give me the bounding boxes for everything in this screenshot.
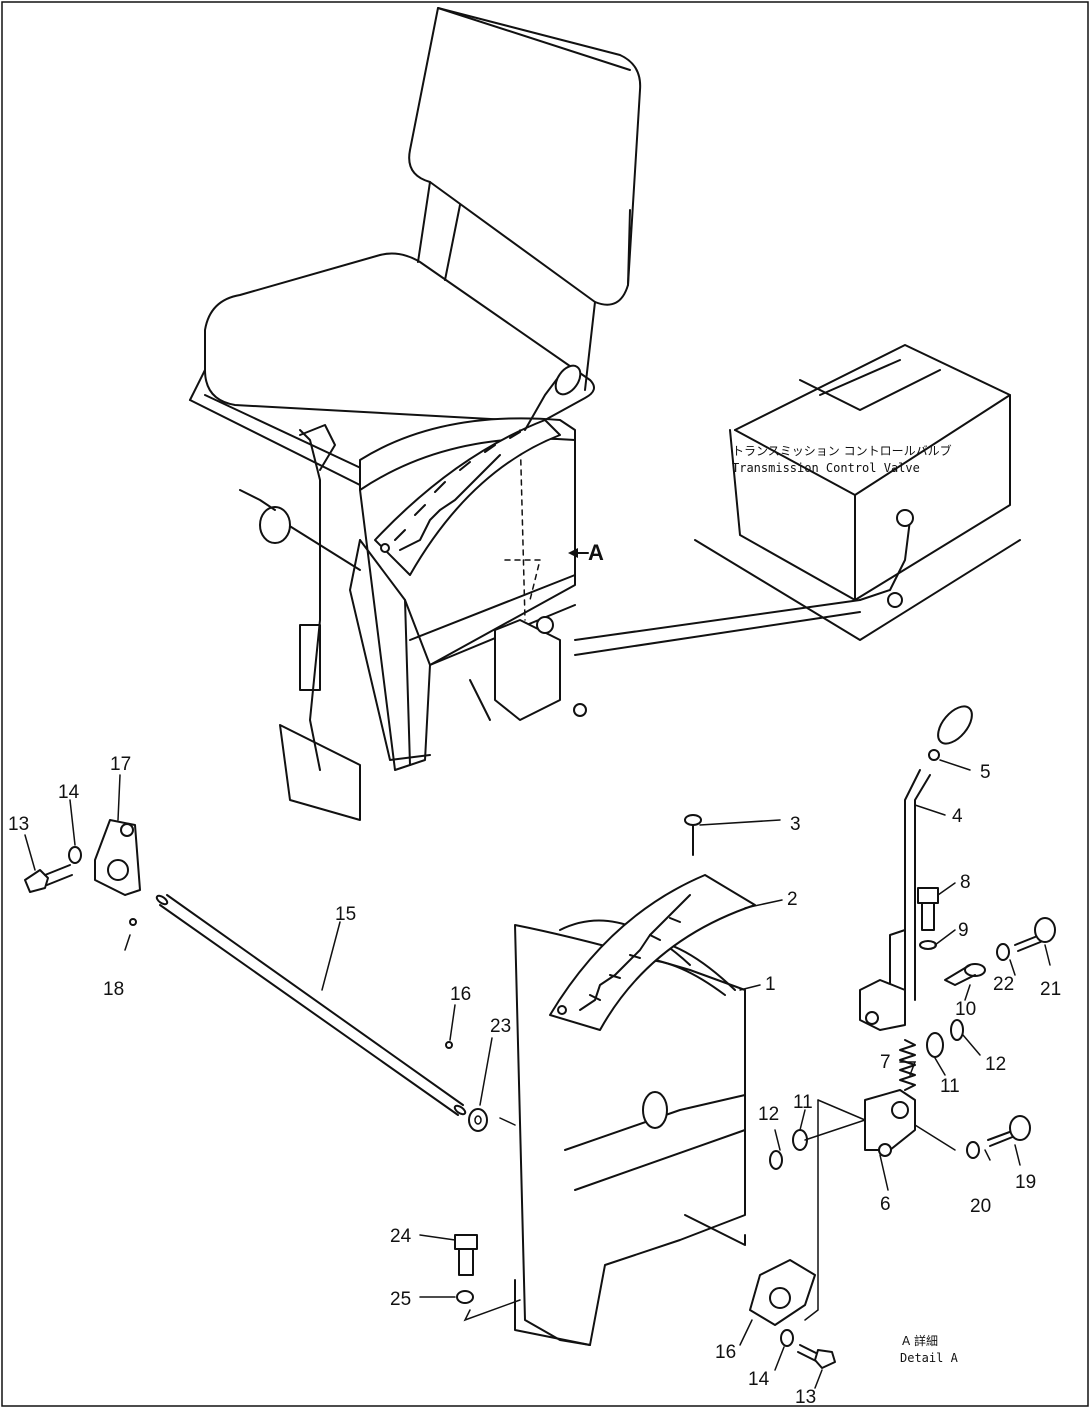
part-11-nuts [792,1032,944,1151]
seat-backrest [408,7,642,391]
part-14-washer-lower [780,1329,794,1347]
part-18-pin-left [129,918,137,926]
label-part-11b: 11 [793,1092,813,1113]
label-part-12a: 12 [985,1054,1006,1075]
gear-lever-upper [524,364,582,431]
detail-caption-jp: A 詳細 [902,1333,938,1348]
part-4-lever [889,769,931,1001]
part-5-knob [928,705,973,761]
label-part-10: 10 [955,999,976,1020]
label-part-5: 5 [980,762,991,783]
valve-caption-jp: トランスミッション コントロールバルブ [732,443,952,458]
control-rod-upper [574,509,914,656]
label-part-15: 15 [335,904,356,925]
label-part-25: 25 [390,1289,411,1310]
label-part-18b: 16 [450,984,471,1005]
part-25-washer [456,1290,474,1304]
part-15-shaft [155,894,467,1116]
label-part-8: 8 [960,872,971,893]
part-14-washer-left [68,846,82,864]
part-23-washer [468,1108,488,1132]
part-9-washer [919,940,937,950]
seat-cushion [189,252,595,486]
part-2-gear-plate [549,874,756,1031]
label-part-21: 21 [1040,979,1061,1000]
part-8-bolt [917,887,939,931]
upper-bracket-detail [859,979,906,1031]
valve-body-upper [469,616,587,721]
label-part-17: 17 [110,754,131,775]
part-24-bolt [454,1234,478,1276]
label-part-14a: 14 [58,782,80,803]
detail-caption-en: Detail A [900,1351,959,1365]
view-arrow-label: A [588,540,604,565]
label-part-13a: 13 [8,814,29,835]
label-part-2: 2 [787,889,798,910]
label-part-18a: 18 [103,979,124,1000]
part-20-washer [966,1141,980,1159]
label-part-4: 4 [952,806,963,827]
label-part-14b: 14 [748,1369,770,1390]
part-22-washer [996,943,1010,961]
part-number-labels: 3 2 5 4 8 9 10 1 7 11 12 11 12 6 20 19 2… [8,754,1061,1408]
part-10-pin [944,963,986,986]
leader-lines [24,759,1051,1389]
part-7-spring [899,1039,916,1091]
label-part-3: 3 [790,814,801,835]
part-16-bearing-lower [749,1259,816,1326]
label-part-16: 16 [715,1342,736,1363]
label-part-7: 7 [880,1052,891,1073]
part-13-bolt-lower [797,1344,836,1369]
valve-caption-en: Transmission Control Valve [732,461,920,475]
label-part-20: 20 [970,1196,991,1217]
label-part-24: 24 [390,1226,412,1247]
label-part-6: 6 [880,1194,891,1215]
left-linkage-upper [239,424,361,821]
label-part-9: 9 [958,920,969,941]
part-19-bolt [987,1115,1031,1147]
label-part-1: 1 [765,974,776,995]
label-part-23: 23 [490,1016,511,1037]
view-arrow-head [568,548,578,558]
label-part-19: 19 [1015,1172,1036,1193]
part-6-bracket [864,1089,916,1157]
part-13-bolt-left [24,864,73,893]
part-3-screw [684,814,702,856]
label-part-12b: 12 [758,1104,779,1125]
part-16-pin-right [445,1041,453,1049]
part-1-console [514,919,746,1346]
label-part-13b: 13 [795,1387,816,1408]
part-21-bolt [1014,917,1056,952]
label-part-11a: 11 [940,1076,960,1097]
valve-box-upper [694,344,1021,641]
part-17-bearing [94,819,141,896]
label-part-22: 22 [993,974,1014,995]
part-12-washers [769,1019,964,1170]
gear-plate-upper [374,419,561,576]
